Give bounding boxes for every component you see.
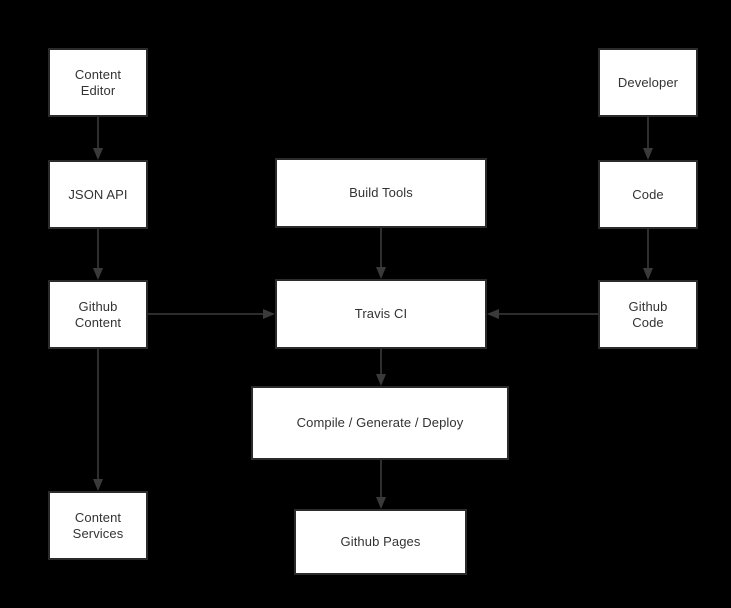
edge-github-code-to-travis-ci-arrowhead-icon xyxy=(487,309,499,319)
edge-travis-ci-to-compile-deploy xyxy=(376,349,386,386)
node-label-content-editor: Content Editor xyxy=(74,66,122,98)
node-github-content[interactable]: Github Content xyxy=(48,280,148,349)
node-content-editor[interactable]: Content Editor xyxy=(48,48,148,117)
node-developer[interactable]: Developer xyxy=(598,48,698,117)
node-label-github-pages: Github Pages xyxy=(340,534,421,549)
node-github-pages[interactable]: Github Pages xyxy=(294,509,467,575)
edge-build-tools-to-travis-ci-arrowhead-icon xyxy=(376,267,386,279)
node-label-json-api: JSON API xyxy=(68,186,128,202)
node-label-github-content: Github Content xyxy=(74,298,122,330)
edge-compile-deploy-to-github-pages-arrowhead-icon xyxy=(376,497,386,509)
node-github-code[interactable]: Github Code xyxy=(598,280,698,349)
edge-developer-to-code-arrowhead-icon xyxy=(643,148,653,160)
edge-github-content-to-content-services-arrowhead-icon xyxy=(93,479,103,491)
node-travis-ci[interactable]: Travis CI xyxy=(275,279,487,349)
edge-github-content-to-travis-ci-arrowhead-icon xyxy=(263,309,275,319)
node-content-services[interactable]: Content Services xyxy=(48,491,148,560)
node-json-api[interactable]: JSON API xyxy=(48,160,148,229)
edge-json-api-to-github-content xyxy=(93,229,103,280)
edge-json-api-to-github-content-arrowhead-icon xyxy=(93,268,103,280)
edge-github-code-to-travis-ci xyxy=(487,309,598,319)
edge-code-to-github-code-arrowhead-icon xyxy=(643,268,653,280)
node-label-developer: Developer xyxy=(617,74,679,90)
edge-github-content-to-content-services xyxy=(93,349,103,491)
node-label-compile-deploy: Compile / Generate / Deploy xyxy=(296,415,464,430)
node-label-github-code: Github Code xyxy=(628,298,668,330)
node-label-travis-ci: Travis CI xyxy=(354,306,408,321)
edge-code-to-github-code xyxy=(643,229,653,280)
node-label-build-tools: Build Tools xyxy=(349,185,413,200)
node-compile-deploy[interactable]: Compile / Generate / Deploy xyxy=(251,386,509,460)
edge-travis-ci-to-compile-deploy-arrowhead-icon xyxy=(376,374,386,386)
node-code[interactable]: Code xyxy=(598,160,698,229)
node-label-content-services: Content Services xyxy=(72,509,124,541)
node-build-tools[interactable]: Build Tools xyxy=(275,158,487,228)
edge-github-content-to-travis-ci xyxy=(148,309,275,319)
edge-content-editor-to-json-api xyxy=(93,117,103,160)
edge-developer-to-code xyxy=(643,117,653,160)
edge-build-tools-to-travis-ci xyxy=(376,228,386,279)
edge-compile-deploy-to-github-pages xyxy=(376,460,386,509)
edge-content-editor-to-json-api-arrowhead-icon xyxy=(93,148,103,160)
node-label-code: Code xyxy=(632,186,664,202)
